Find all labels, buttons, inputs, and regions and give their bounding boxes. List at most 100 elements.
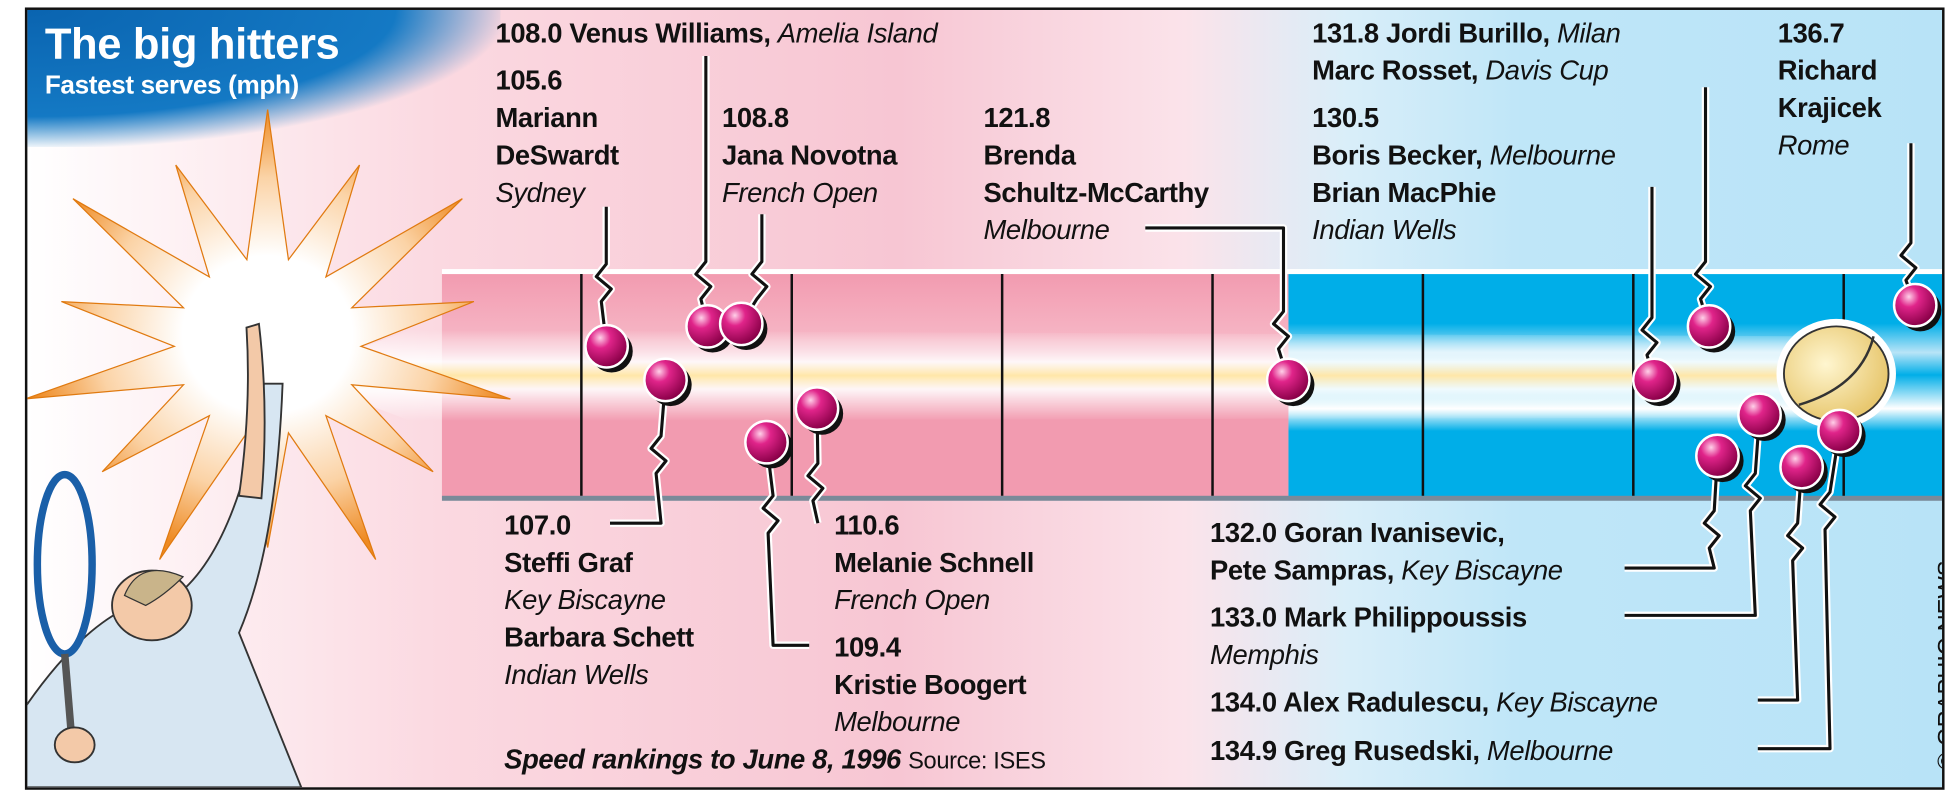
graphic-frame: The big hitters Fastest serves (mph) 108…	[24, 7, 1945, 790]
player-name: Boris Becker	[1312, 140, 1489, 171]
label-rusedski: 134.9 Greg RusedskiMelbourne	[1210, 732, 1613, 769]
speed: 131.8	[1312, 17, 1379, 49]
player-name: Marc Rosset	[1312, 55, 1485, 86]
speed: 107.0	[504, 509, 571, 541]
speed: 134.9	[1210, 734, 1277, 767]
player-name: Melanie Schnell	[834, 546, 1034, 579]
player-name: Barbara Schett	[504, 621, 694, 653]
footer-note: Speed rankings to June 8, 1996 Source: I…	[504, 741, 1046, 781]
connector-line	[694, 56, 713, 327]
venue: Rome	[1777, 129, 1850, 161]
connector-line	[594, 206, 613, 347]
venue: Key Biscayne	[1401, 554, 1563, 586]
player-hand	[53, 726, 96, 764]
connector-line	[1757, 467, 1805, 702]
tennis-ball-seam	[1798, 336, 1875, 407]
venue: Memphis	[1210, 639, 1319, 671]
venue: French Open	[722, 176, 878, 209]
racket-icon	[33, 470, 96, 658]
connector-line	[1624, 455, 1721, 570]
player-name: Alex Radulescu	[1283, 686, 1496, 717]
connector-line	[806, 408, 825, 524]
credit: © GRAPHIC NEWS	[1934, 560, 1945, 769]
player-name: Goran Ivanisevic	[1284, 517, 1504, 548]
speed: 110.6	[834, 509, 900, 541]
rankings-date: Speed rankings to June 8, 1996	[504, 743, 901, 775]
source: Source: ISES	[908, 748, 1046, 775]
venue: Milan	[1556, 17, 1621, 49]
player-name: DeSwardt	[495, 139, 619, 171]
speed: 109.4	[834, 631, 901, 663]
player-name: Mark Philippoussis	[1283, 601, 1527, 633]
label-radulescu: 134.0 Alex RadulescuKey Biscayne	[1210, 684, 1658, 721]
player-name: Brenda	[983, 139, 1076, 171]
venue: Melbourne	[834, 706, 961, 738]
player-name: Mariann	[495, 102, 598, 134]
player-name: Steffi Graf	[504, 546, 633, 579]
player-arm	[237, 322, 266, 500]
speed-marker-136.7	[1892, 282, 1938, 328]
band-top-edge	[441, 269, 1943, 275]
speed-marker-134.9	[1817, 408, 1862, 454]
connector-line	[1757, 430, 1842, 751]
speed-marker-110.6	[794, 386, 840, 432]
connector-line	[739, 214, 769, 325]
connector-line	[610, 379, 668, 525]
title-panel	[27, 9, 501, 147]
speed-marker-133.0	[1737, 392, 1782, 438]
player-name: Brian MacPhie	[1312, 176, 1497, 209]
connector-line	[1624, 414, 1762, 617]
player-hair	[123, 569, 185, 607]
speed: 132.0	[1210, 516, 1277, 549]
venue: Indian Wells	[1312, 214, 1457, 246]
speed-marker-132.0	[1695, 433, 1740, 479]
venue: French Open	[834, 584, 990, 616]
venue: Melbourne	[1486, 734, 1613, 767]
venue: Key Biscayne	[504, 584, 666, 616]
page-subtitle: Fastest serves (mph)	[44, 71, 299, 100]
speed-marker-108.8	[718, 301, 764, 347]
speed-streak	[286, 330, 1831, 422]
speed: 105.6	[495, 64, 563, 96]
speed: 136.7	[1777, 17, 1845, 49]
illustration	[27, 56, 1943, 788]
page-title: The big hitters	[44, 19, 340, 69]
connector-line	[761, 442, 810, 647]
speed-marker-109.4	[744, 419, 789, 465]
player-name: Jana Novotna	[722, 139, 898, 171]
speed-marker-130.5	[1631, 357, 1677, 403]
venue: Davis Cup	[1485, 54, 1609, 86]
venue: Melbourne	[983, 214, 1110, 246]
speed: 133.0	[1210, 601, 1277, 633]
venue: Key Biscayne	[1496, 686, 1658, 718]
label-venus-williams: 108.0 Venus WilliamsAmelia Island	[495, 15, 937, 52]
connector-line	[1693, 87, 1713, 327]
speed: 108.0	[495, 17, 563, 49]
player-name: Kristie Boogert	[834, 668, 1027, 701]
player-name: Richard	[1777, 54, 1878, 86]
label-burillo-rosset: 131.8 Jordi BurilloMilanMarc RossetDavis…	[1312, 15, 1621, 90]
connector-line	[1145, 226, 1291, 381]
speed-marker-131.8	[1686, 303, 1732, 349]
speed: 108.8	[722, 102, 789, 134]
player-name: Venus Williams	[569, 17, 777, 48]
venue: Indian Wells	[504, 658, 649, 691]
label-ivanisevic-sampras: 132.0132.0 Goran IvanisevicPete SamprasK…	[1210, 514, 1563, 589]
speed-marker-105.6	[584, 323, 630, 369]
player-name: Pete Sampras	[1210, 554, 1401, 585]
speed-marker-121.8	[1265, 357, 1311, 403]
speed: 130.5	[1312, 102, 1379, 134]
starburst	[27, 109, 511, 560]
player-name: Krajicek	[1777, 92, 1882, 124]
player-name: Jordi Burillo	[1386, 17, 1557, 48]
